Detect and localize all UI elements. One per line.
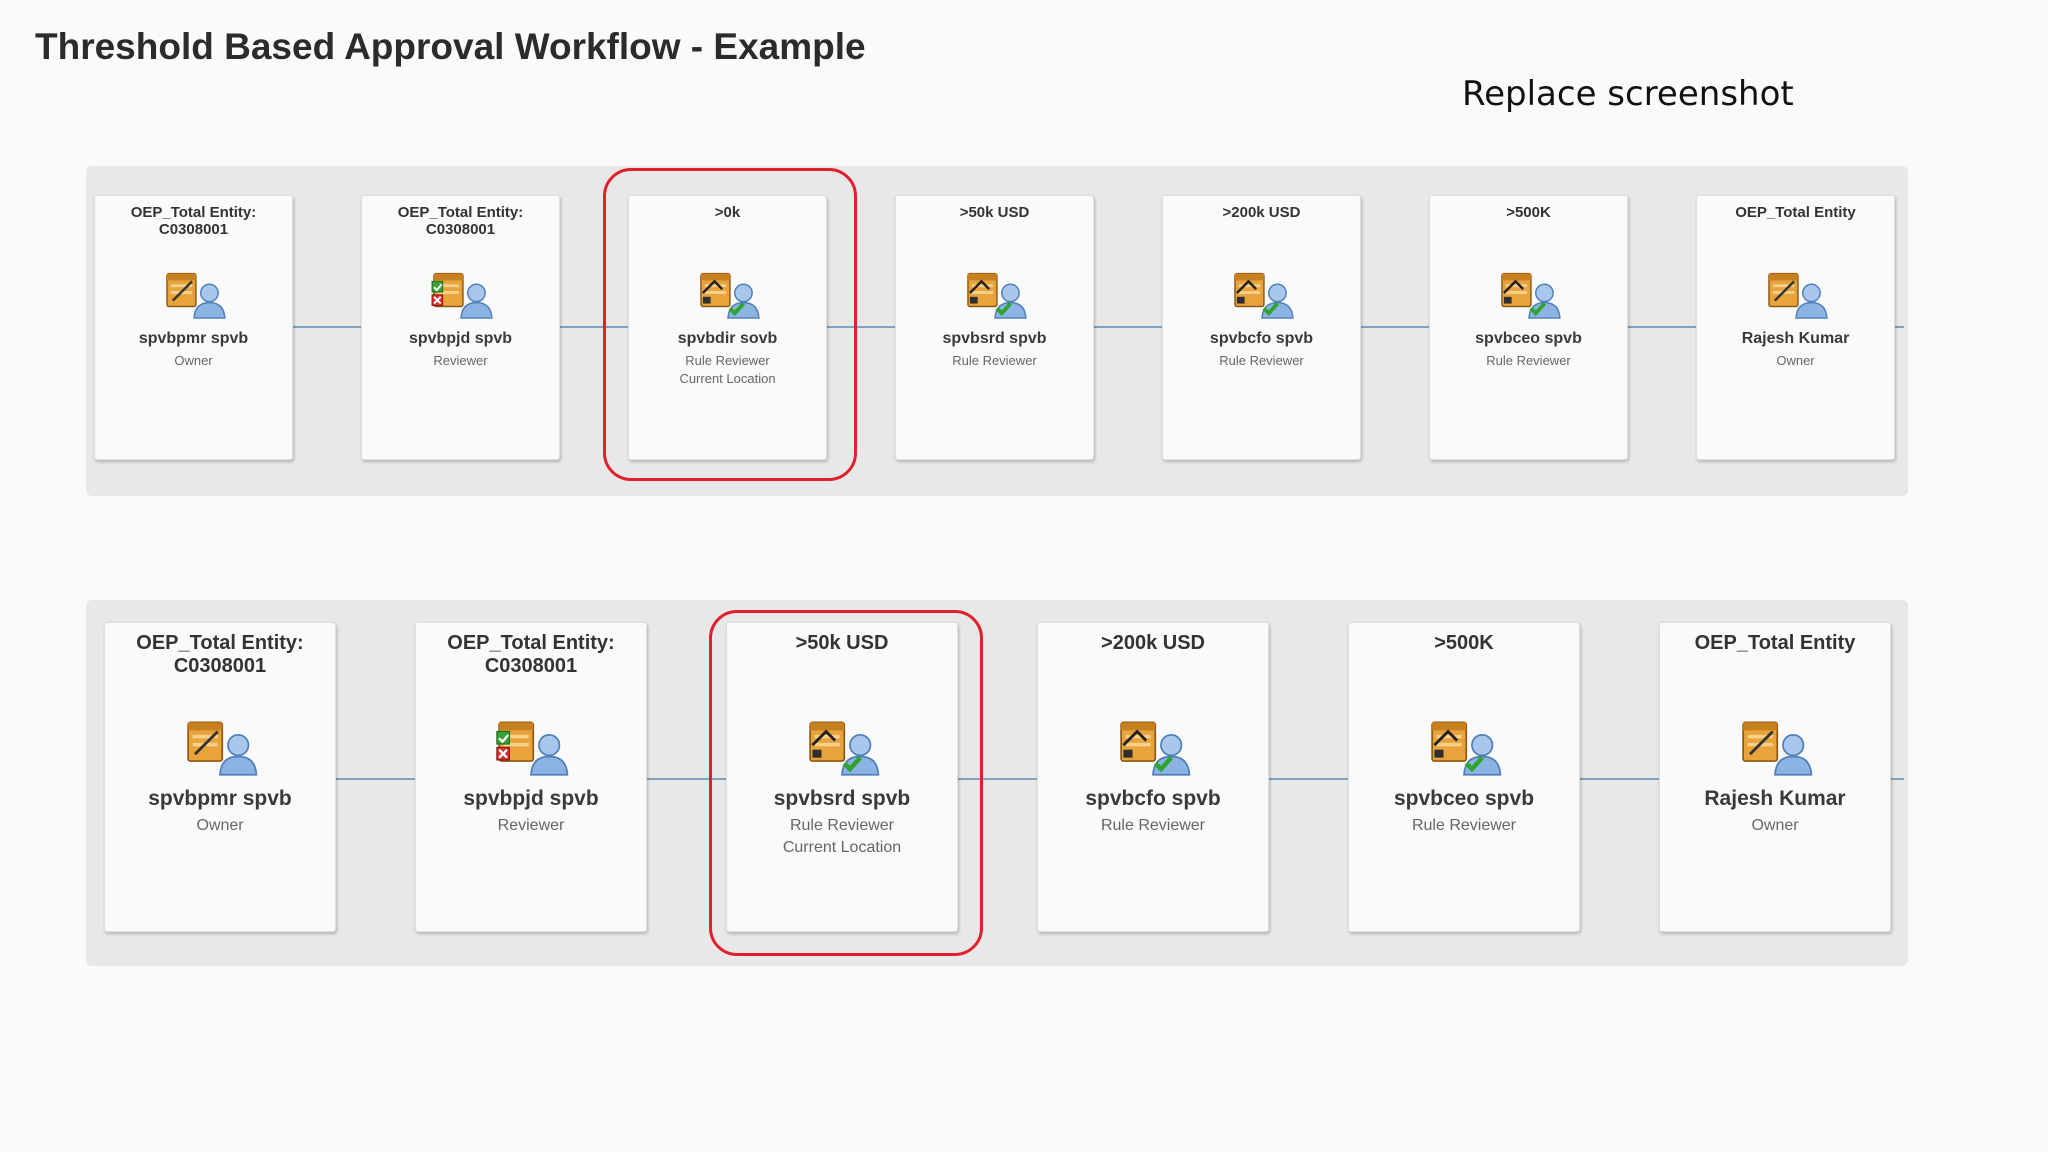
node-header: >200k USD [1222,204,1301,221]
rule-reviewer-icon [1111,711,1195,777]
node-user-name: spvbpmr spvb [148,787,292,810]
workflow-node[interactable]: >500K spvbceo spvb Rule Reviewer [1429,195,1628,460]
workflow-node[interactable]: >50k USD spvbsrd spvb Rule Reviewer [895,195,1094,460]
node-header: >500K [1434,632,1494,654]
workflow-node[interactable]: >500K spvbceo spvb Rule Reviewer [1348,622,1580,932]
workflow-node[interactable]: OEP_Total Entity Rajesh Kumar Owner [1659,622,1891,932]
owner-icon [178,711,262,777]
owner-icon [1761,264,1831,320]
node-role: Owner [1776,353,1815,368]
node-header: >200k USD [1101,632,1205,654]
node-user-name: spvbdir sovb [677,330,778,347]
rule-reviewer-icon [1227,264,1297,320]
node-header: OEP_Total Entity: C0308001 [447,632,615,677]
node-user-name: spvbpmr spvb [138,330,249,347]
node-role: Rule Reviewer [1219,353,1304,368]
reviewer-icon [426,264,496,320]
node-role: Rule Reviewer Current Location [679,353,776,387]
node-header: >500K [1506,204,1551,221]
node-role: Rule Reviewer [1100,817,1206,834]
node-header: OEP_Total Entity: C0308001 [136,632,304,677]
workflow-diagram-2: OEP_Total Entity: C0308001 spvbpmr spvb … [86,600,1908,966]
current-location-highlight [709,610,983,956]
node-header: >50k USD [795,632,889,654]
node-user-name: spvbceo spvb [1475,330,1582,347]
node-user-name: spvbpjd spvb [408,330,513,347]
workflow-node-current[interactable]: >0k spvbdir sovb Rule Reviewer Current L… [628,195,827,460]
node-user-name: spvbsrd spvb [942,330,1047,347]
node-role: Rule Reviewer [1411,817,1517,834]
node-role: Reviewer [433,353,488,368]
workflow-node[interactable]: OEP_Total Entity Rajesh Kumar Owner [1696,195,1895,460]
rule-reviewer-icon [1494,264,1564,320]
node-user-name: spvbcfo spvb [1085,787,1221,810]
rule-reviewer-icon [800,711,884,777]
node-header: OEP_Total Entity [1694,632,1856,654]
node-header: OEP_Total Entity [1735,204,1856,221]
node-role: Rule Reviewer Current Location [782,817,902,857]
rule-reviewer-icon [693,264,763,320]
node-user-name: Rajesh Kumar [1704,787,1846,810]
node-role: Reviewer [497,817,565,834]
node-role: Rule Reviewer [952,353,1037,368]
workflow-node[interactable]: OEP_Total Entity: C0308001 spvbpmr spvb … [94,195,293,460]
page-title: Threshold Based Approval Workflow - Exam… [35,26,866,67]
owner-icon [1733,711,1817,777]
workflow-node[interactable]: OEP_Total Entity: C0308001 spvbpjd spvb … [361,195,560,460]
node-role: Rule Reviewer [1486,353,1571,368]
node-header: >50k USD [959,204,1030,221]
node-role: Owner [174,353,213,368]
node-user-name: spvbpjd spvb [463,787,599,810]
owner-icon [159,264,229,320]
rule-reviewer-icon [960,264,1030,320]
workflow-node[interactable]: OEP_Total Entity: C0308001 spvbpjd spvb … [415,622,647,932]
connector-line [292,326,1904,328]
node-user-name: spvbceo spvb [1393,787,1535,810]
workflow-diagram-1: OEP_Total Entity: C0308001 spvbpmr spvb … [86,166,1908,496]
workflow-node[interactable]: >200k USD spvbcfo spvb Rule Reviewer [1037,622,1269,932]
rule-reviewer-icon [1422,711,1506,777]
node-header: OEP_Total Entity: C0308001 [130,204,257,239]
workflow-node[interactable]: OEP_Total Entity: C0308001 spvbpmr spvb … [104,622,336,932]
node-role: Owner [196,817,244,834]
node-user-name: spvbsrd spvb [773,787,911,810]
workflow-node[interactable]: >200k USD spvbcfo spvb Rule Reviewer [1162,195,1361,460]
node-user-name: spvbcfo spvb [1209,330,1314,347]
workflow-node-current[interactable]: >50k USD spvbsrd spvb Rule Reviewer Curr… [726,622,958,932]
node-header: OEP_Total Entity: C0308001 [397,204,524,239]
node-user-name: Rajesh Kumar [1741,330,1850,347]
node-role: Owner [1751,817,1799,834]
replace-screenshot-note: Replace screenshot [1462,74,1794,114]
current-location-highlight [603,168,857,481]
node-header: >0k [714,204,741,221]
reviewer-icon [489,711,573,777]
